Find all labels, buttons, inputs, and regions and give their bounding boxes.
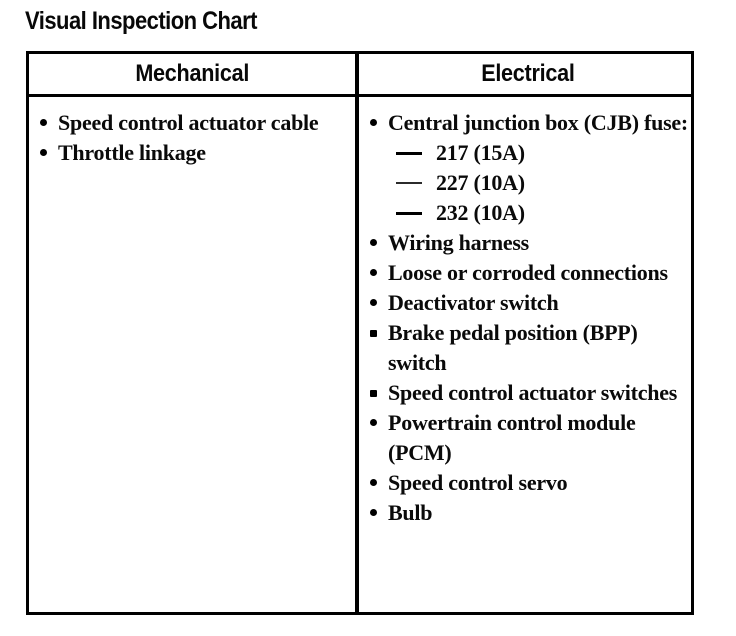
- sub-list-item-label: 232 (10A): [436, 200, 525, 225]
- em-dash-icon: [396, 182, 422, 184]
- list-item-label: Bulb: [388, 500, 433, 525]
- list-item: Throttle linkage: [37, 138, 349, 168]
- list-item: Bulb: [367, 498, 691, 528]
- list-item-label: Speed control servo: [388, 470, 568, 495]
- sub-list-item-label: 227 (10A): [436, 170, 525, 195]
- list-item: Powertrain control module (PCM): [367, 408, 691, 468]
- page-title: Visual Inspection Chart: [25, 7, 257, 35]
- sub-list-item: 227 (10A): [394, 168, 691, 198]
- round-bullet-icon: [370, 509, 377, 516]
- list-item: Speed control servo: [367, 468, 691, 498]
- em-dash-icon: [396, 152, 422, 155]
- list-item-label: Powertrain control module (PCM): [388, 410, 636, 465]
- column-header-mechanical-label: Mechanical: [135, 60, 249, 87]
- column-header-electrical-label: Electrical: [481, 60, 575, 87]
- list-item-label: Throttle linkage: [58, 140, 206, 165]
- round-bullet-icon: [40, 149, 47, 156]
- round-bullet-icon: [370, 419, 377, 426]
- column-divider: [355, 54, 359, 612]
- list-item-label: Brake pedal position (BPP) switch: [388, 320, 638, 375]
- sub-list-item: 232 (10A): [394, 198, 691, 228]
- round-bullet-icon: [40, 119, 47, 126]
- column-header-electrical: Electrical: [359, 54, 697, 94]
- em-dash-icon: [396, 212, 422, 215]
- list-item-label: Speed control actuator switches: [388, 380, 678, 405]
- sub-list-item-label: 217 (15A): [436, 140, 525, 165]
- fuse-sub-list: 217 (15A) 227 (10A) 232 (10A): [388, 138, 691, 228]
- electrical-item-list: Central junction box (CJB) fuse: 217 (15A…: [359, 97, 697, 528]
- list-item-label: Wiring harness: [388, 230, 529, 255]
- list-item-label: Loose or corroded connections: [388, 260, 668, 285]
- round-bullet-icon: [370, 239, 377, 246]
- list-item: Loose or corroded connections: [367, 258, 691, 288]
- list-item: Deactivator switch: [367, 288, 691, 318]
- sub-list-item: 217 (15A): [394, 138, 691, 168]
- column-header-mechanical: Mechanical: [29, 54, 355, 94]
- list-item: Speed control actuator switches: [367, 378, 691, 408]
- list-item-label: Speed control actuator cable: [58, 110, 319, 135]
- list-item: Central junction box (CJB) fuse: 217 (15A…: [367, 108, 691, 228]
- square-bullet-icon: [370, 330, 377, 337]
- header-separator-rule: [29, 94, 691, 97]
- round-bullet-icon: [370, 479, 377, 486]
- list-item: Speed control actuator cable: [37, 108, 349, 138]
- round-bullet-icon: [370, 269, 377, 276]
- square-bullet-icon: [370, 390, 377, 397]
- list-item: Brake pedal position (BPP) switch: [367, 318, 691, 378]
- list-item-label: Central junction box (CJB) fuse:: [388, 110, 688, 135]
- round-bullet-icon: [370, 119, 377, 126]
- electrical-column-cell: Central junction box (CJB) fuse: 217 (15A…: [359, 97, 697, 612]
- visual-inspection-table: Mechanical Electrical Speed control actu…: [26, 51, 694, 615]
- list-item-label: Deactivator switch: [388, 290, 559, 315]
- list-item: Wiring harness: [367, 228, 691, 258]
- round-bullet-icon: [370, 299, 377, 306]
